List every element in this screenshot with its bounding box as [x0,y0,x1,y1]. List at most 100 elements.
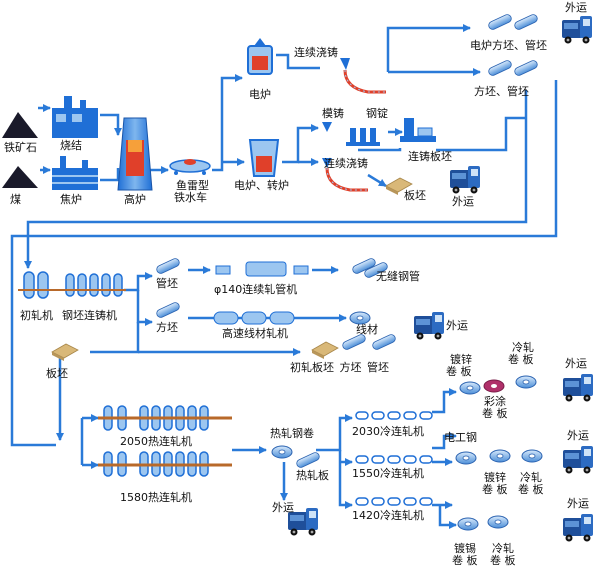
label-color-coated: 彩涂 [484,395,506,408]
label-ext-ship: 外运 [452,195,474,208]
hot-coil-icon [271,445,293,459]
tube-billet-icon [155,256,181,276]
truck-icon [563,514,593,542]
label-cold-1420: 1420冷连轧机 [352,509,424,522]
truck-icon [414,312,444,340]
galvanized-coil-icon [489,449,511,463]
label-blooming-mill: 初轧机 [20,309,53,322]
hot-plate-icon [295,450,321,470]
label-ext-ship: 外运 [565,1,587,14]
label-slab-cc: 连铸板坯 [408,150,452,163]
label-cold-coil: 冷轧 [512,341,534,354]
label-ingot: 钢锭 [366,107,388,120]
label-hot-plate: 热轧板 [296,469,329,482]
ore-pile-icon [2,112,38,138]
label-wire-rod: 线材 [356,323,378,336]
label-wire-mill: 高速线材轧机 [222,327,288,340]
pipe-icon [513,12,539,32]
sinter-plant-icon [52,96,98,138]
label-galvanized-2: 卷 板 [482,483,508,496]
mold-casting-icon [322,122,380,146]
slab-icon [311,341,339,360]
label-hsm-1580: 1580热连轧机 [120,491,192,504]
label-eaf: 电炉 [249,88,271,101]
eaf-top-icon [247,38,273,75]
cold-coil-icon [515,375,537,389]
label-ext-ship: 外运 [567,429,589,442]
wire-mill-icon [213,311,295,325]
label-ext-ship: 外运 [272,501,294,514]
cold-mill-1550-icon [355,455,433,464]
galvanized-coil-icon [459,381,481,395]
slab-caster-icon [400,118,436,142]
cold-coil-icon [521,449,543,463]
label-hot-coil: 热轧钢卷 [270,427,314,440]
label-coal: 煤 [10,193,21,206]
label-eaf-converter: 电炉、转炉 [234,179,289,192]
cold-coil-icon [487,515,509,529]
label-electrical-steel: 电工钢 [444,431,477,444]
label-billet-mill: 钢坯连铸机 [62,309,117,322]
flow-lines [10,24,558,529]
blooming-mill-icon [18,271,126,299]
caster-top-icon [340,58,386,94]
electrical-steel-coil-icon [455,451,477,465]
label-cold-coil: 冷轧 [492,542,514,555]
label-torpedo-1: 鱼雷型 [176,179,209,192]
label-products-row: 初轧板坯 方坯 管坯 [290,361,389,374]
label-slab: 板坯 [404,189,426,202]
label-ext-ship: 外运 [567,497,589,510]
label-cold-1550: 1550冷连轧机 [352,467,424,480]
label-torpedo-2: 铁水车 [174,191,207,204]
label-galvanized: 镀锌 [450,353,472,366]
label-seamless-pipe: 无缝钢管 [376,270,420,283]
label-square-billet: 方坯 [156,321,178,334]
label-iron-ore: 铁矿石 [4,141,37,154]
label-galvanized-2: 卷 板 [446,365,472,378]
coal-pile-icon [2,166,38,188]
pipe-icon [487,12,513,32]
label-cold-coil-2: 卷 板 [518,483,544,496]
truck-icon [563,374,593,402]
pipe-icon [487,58,513,78]
hot-strip-mill-1580-icon [98,451,232,477]
tinplate-coil-icon [457,517,479,531]
square-billet-icon [155,300,181,320]
color-coated-coil-icon [483,379,505,393]
label-slab-bottom: 板坯 [46,367,68,380]
torpedo-car-icon [169,159,211,175]
label-cold-coil: 冷轧 [520,471,542,484]
truck-icon [563,446,593,474]
label-cc-mid: 连续浇铸 [324,157,368,170]
label-tinplate-2: 卷 板 [452,554,478,567]
blast-furnace-icon [117,117,153,191]
label-eaf-billets: 电炉方坯、管坯 [470,39,547,52]
label-tube-billet: 管坯 [156,277,178,290]
slab-icon [51,343,79,362]
label-ext-ship: 外运 [446,319,468,332]
pipe-mill-icon [215,261,309,277]
label-mold-cast: 模铸 [322,107,344,120]
hot-strip-mill-2050-icon [98,405,232,431]
cold-mill-2030-icon [355,411,433,420]
label-cold-coil-2: 卷 板 [490,554,516,567]
caster-mid-icon [322,158,368,192]
label-cold-2030: 2030冷连轧机 [352,425,424,438]
label-cc-top: 连续浇铸 [294,46,338,59]
label-cold-coil-2: 卷 板 [508,353,534,366]
label-coke-oven: 焦炉 [60,193,82,206]
cold-mill-1420-icon [355,497,433,506]
label-billets: 方坯、管坯 [474,85,529,98]
truck-icon [562,16,592,44]
label-hsm-2050: 2050热连轧机 [120,435,192,448]
converter-icon [248,139,280,177]
label-color-coated-2: 卷 板 [482,407,508,420]
label-blast-furnace: 高炉 [124,193,146,206]
truck-icon [450,166,480,194]
label-sinter: 烧结 [60,139,82,152]
label-ext-ship: 外运 [565,357,587,370]
label-tinplate: 镀锡 [454,542,476,555]
label-pipe-mill: φ140连续轧管机 [214,283,298,296]
